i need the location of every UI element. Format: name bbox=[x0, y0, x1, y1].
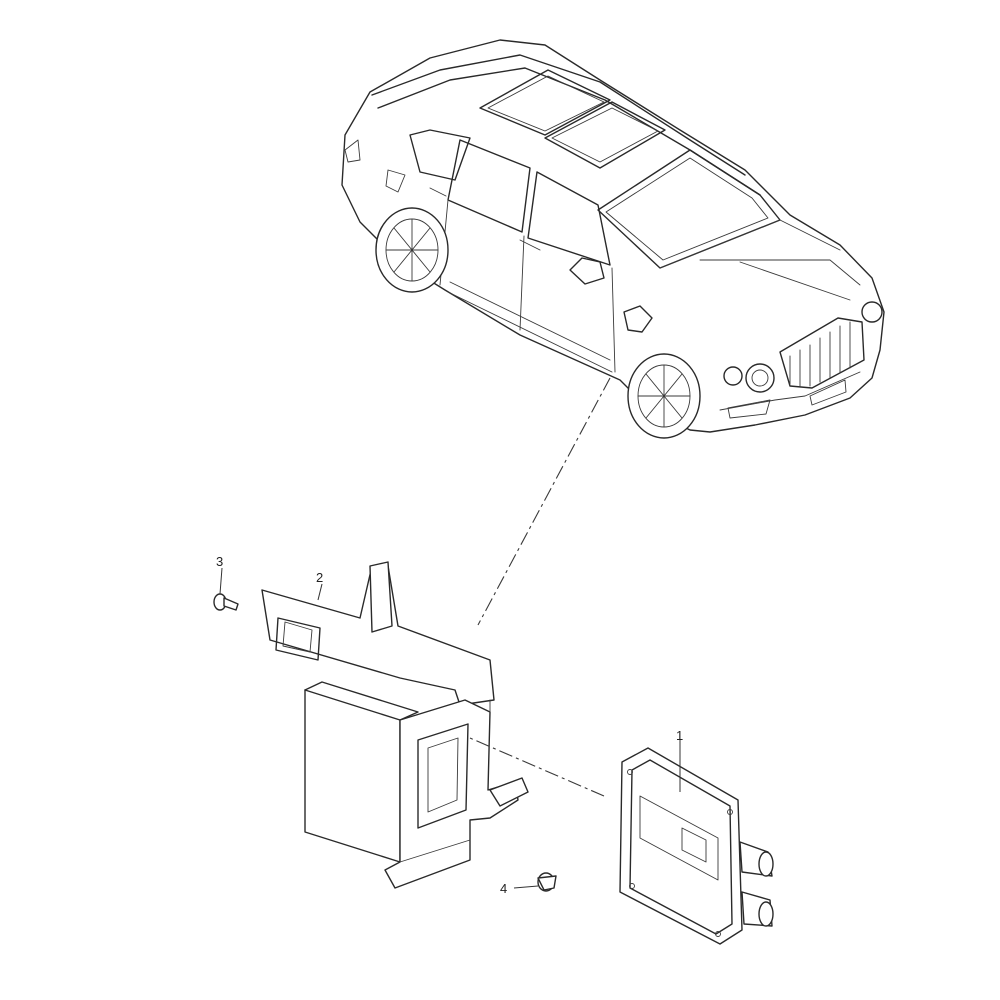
mounting-bracket bbox=[261, 561, 529, 889]
callout-4: 4 bbox=[500, 881, 507, 896]
leader-3 bbox=[219, 567, 223, 595]
leader-2 bbox=[317, 583, 323, 601]
locator-line bbox=[477, 377, 611, 626]
vehicle-illustration bbox=[341, 39, 885, 439]
screw-3 bbox=[213, 593, 239, 611]
control-unit bbox=[619, 747, 774, 945]
location-marker-icon bbox=[623, 305, 653, 333]
leader-4 bbox=[513, 885, 539, 889]
callout-1: 1 bbox=[676, 728, 683, 743]
callout-2: 2 bbox=[316, 570, 323, 585]
assembly-line bbox=[469, 737, 605, 797]
callout-3: 3 bbox=[216, 554, 223, 569]
screw-4 bbox=[537, 872, 557, 892]
